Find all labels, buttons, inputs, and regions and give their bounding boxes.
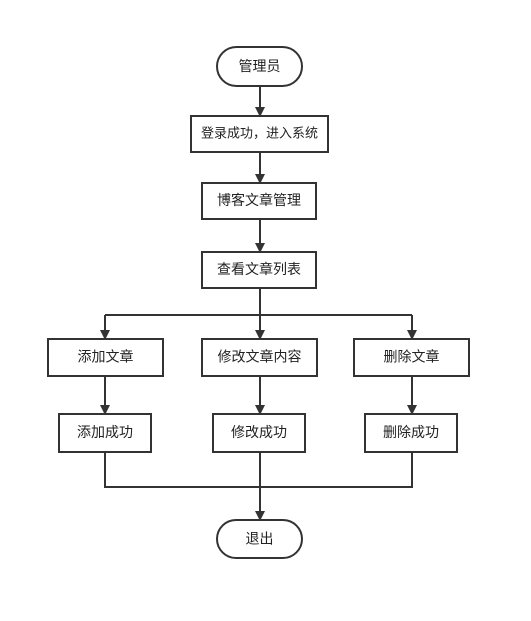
- node-list: 查看文章列表: [201, 251, 317, 289]
- node-delete: 删除文章: [353, 338, 470, 377]
- node-end: 退出: [216, 519, 303, 559]
- node-end-label: 退出: [246, 532, 274, 548]
- node-delete-ok-label: 删除成功: [383, 425, 439, 441]
- node-add-ok-label: 添加成功: [77, 425, 133, 441]
- node-start: 管理员: [216, 46, 303, 87]
- node-manage-label: 博客文章管理: [217, 192, 301, 209]
- node-edit-ok: 修改成功: [212, 413, 306, 453]
- node-edit-ok-label: 修改成功: [231, 425, 287, 441]
- node-add: 添加文章: [47, 338, 164, 377]
- node-login-label: 登录成功，进入系统: [201, 127, 318, 142]
- node-manage: 博客文章管理: [201, 182, 317, 220]
- connectors: [100, 86, 417, 521]
- node-start-label: 管理员: [239, 59, 281, 75]
- node-edit: 修改文章内容: [201, 338, 318, 377]
- node-delete-label: 删除文章: [384, 349, 440, 366]
- node-delete-ok: 删除成功: [364, 413, 458, 453]
- node-login: 登录成功，进入系统: [190, 115, 329, 153]
- node-list-label: 查看文章列表: [217, 261, 301, 278]
- node-add-ok: 添加成功: [58, 413, 152, 453]
- node-edit-label: 修改文章内容: [218, 349, 302, 366]
- node-add-label: 添加文章: [78, 349, 134, 366]
- line-merge: [104, 452, 413, 488]
